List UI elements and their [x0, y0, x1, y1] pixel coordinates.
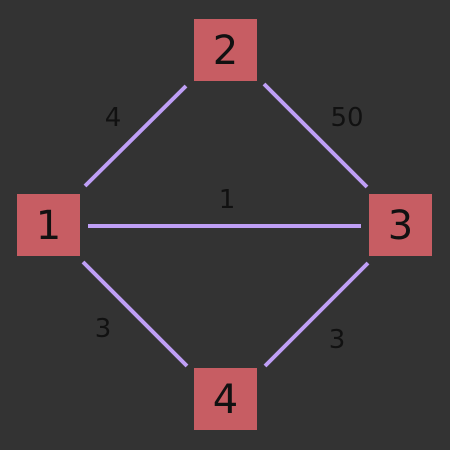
edge-4-3 [263, 261, 370, 368]
edge-1-2 [83, 84, 188, 188]
node-3 [369, 194, 432, 256]
node-4 [194, 368, 257, 430]
node-label-2: 2 [213, 28, 238, 74]
node-label-1: 1 [36, 203, 61, 249]
edge-2-3 [262, 82, 369, 189]
edge-weight-label-2-3: 50 [330, 103, 363, 133]
edge-weight-label-1-3: 1 [219, 185, 236, 215]
edge-weight-label-1-2: 4 [105, 103, 122, 133]
edge-weight-label-1-4: 3 [95, 314, 112, 344]
edge-weight-label-4-3: 3 [329, 325, 346, 355]
node-label-3: 3 [388, 203, 413, 249]
node-1 [17, 194, 80, 256]
node-2 [194, 19, 257, 81]
edge-1-4 [81, 260, 189, 368]
node-label-4: 4 [213, 377, 238, 423]
